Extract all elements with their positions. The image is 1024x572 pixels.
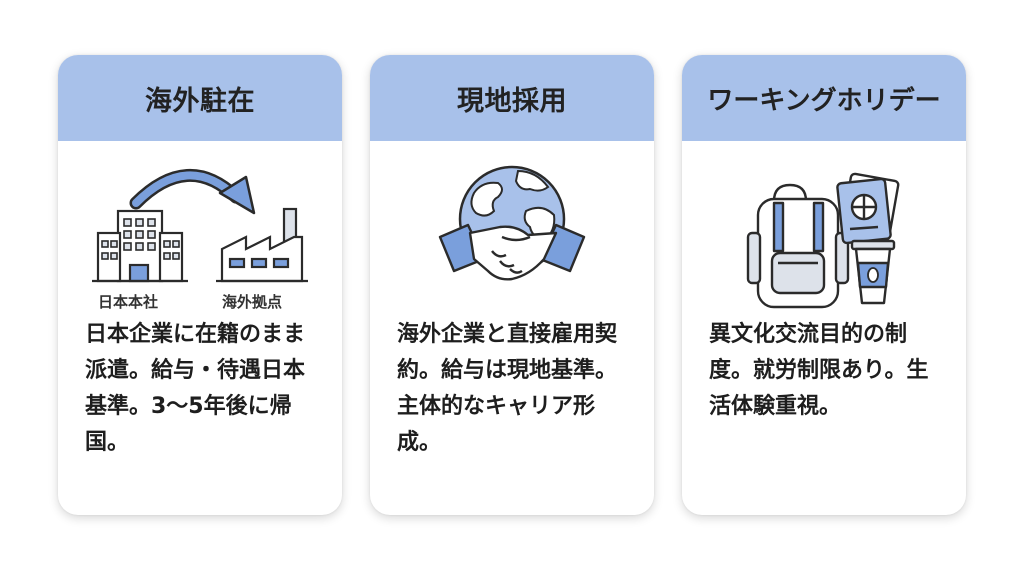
factory-icon: [216, 207, 308, 283]
card-overseas-assignment: 海外駐在: [58, 55, 342, 515]
card-local-hire: 現地採用: [370, 55, 654, 515]
card-description: 日本企業に在籍のまま派遣。給与・待遇日本基準。3〜5年後に帰国。: [85, 322, 306, 455]
card-description: 海外企業と直接雇用契約。給与は現地基準。主体的なキャリア形成。: [397, 322, 618, 455]
assignment-illustration-svg: [92, 169, 308, 283]
local-hire-illustration-svg: [438, 165, 586, 281]
backpack-icon: [746, 183, 850, 309]
handshake-icon: [438, 223, 586, 281]
card-title: 海外駐在: [145, 85, 255, 117]
caption-overseas-base: 海外拠点: [222, 293, 283, 311]
coffee-cup-icon: [850, 239, 896, 305]
working-holiday-illustration-svg: [746, 172, 900, 309]
card-title: 現地採用: [457, 85, 567, 117]
illustration-local-hire: [370, 141, 654, 317]
illustration-working-holiday: [682, 141, 966, 317]
caption-head-office: 日本本社: [98, 293, 159, 311]
card-title: ワーキングホリデー: [707, 85, 941, 116]
office-building-icon: [92, 209, 188, 283]
card-header: 現地採用: [370, 55, 654, 141]
card-working-holiday: ワーキングホリデー: [682, 55, 966, 515]
card-header: 海外駐在: [58, 55, 342, 141]
illustration-assignment: 日本本社 海外拠点: [58, 141, 342, 317]
card-description: 異文化交流目的の制度。就労制限あり。生活体験重視。: [709, 322, 929, 419]
card-header: ワーキングホリデー: [682, 55, 966, 141]
passport-icon: [836, 172, 900, 245]
curved-arrow-icon: [129, 169, 256, 215]
